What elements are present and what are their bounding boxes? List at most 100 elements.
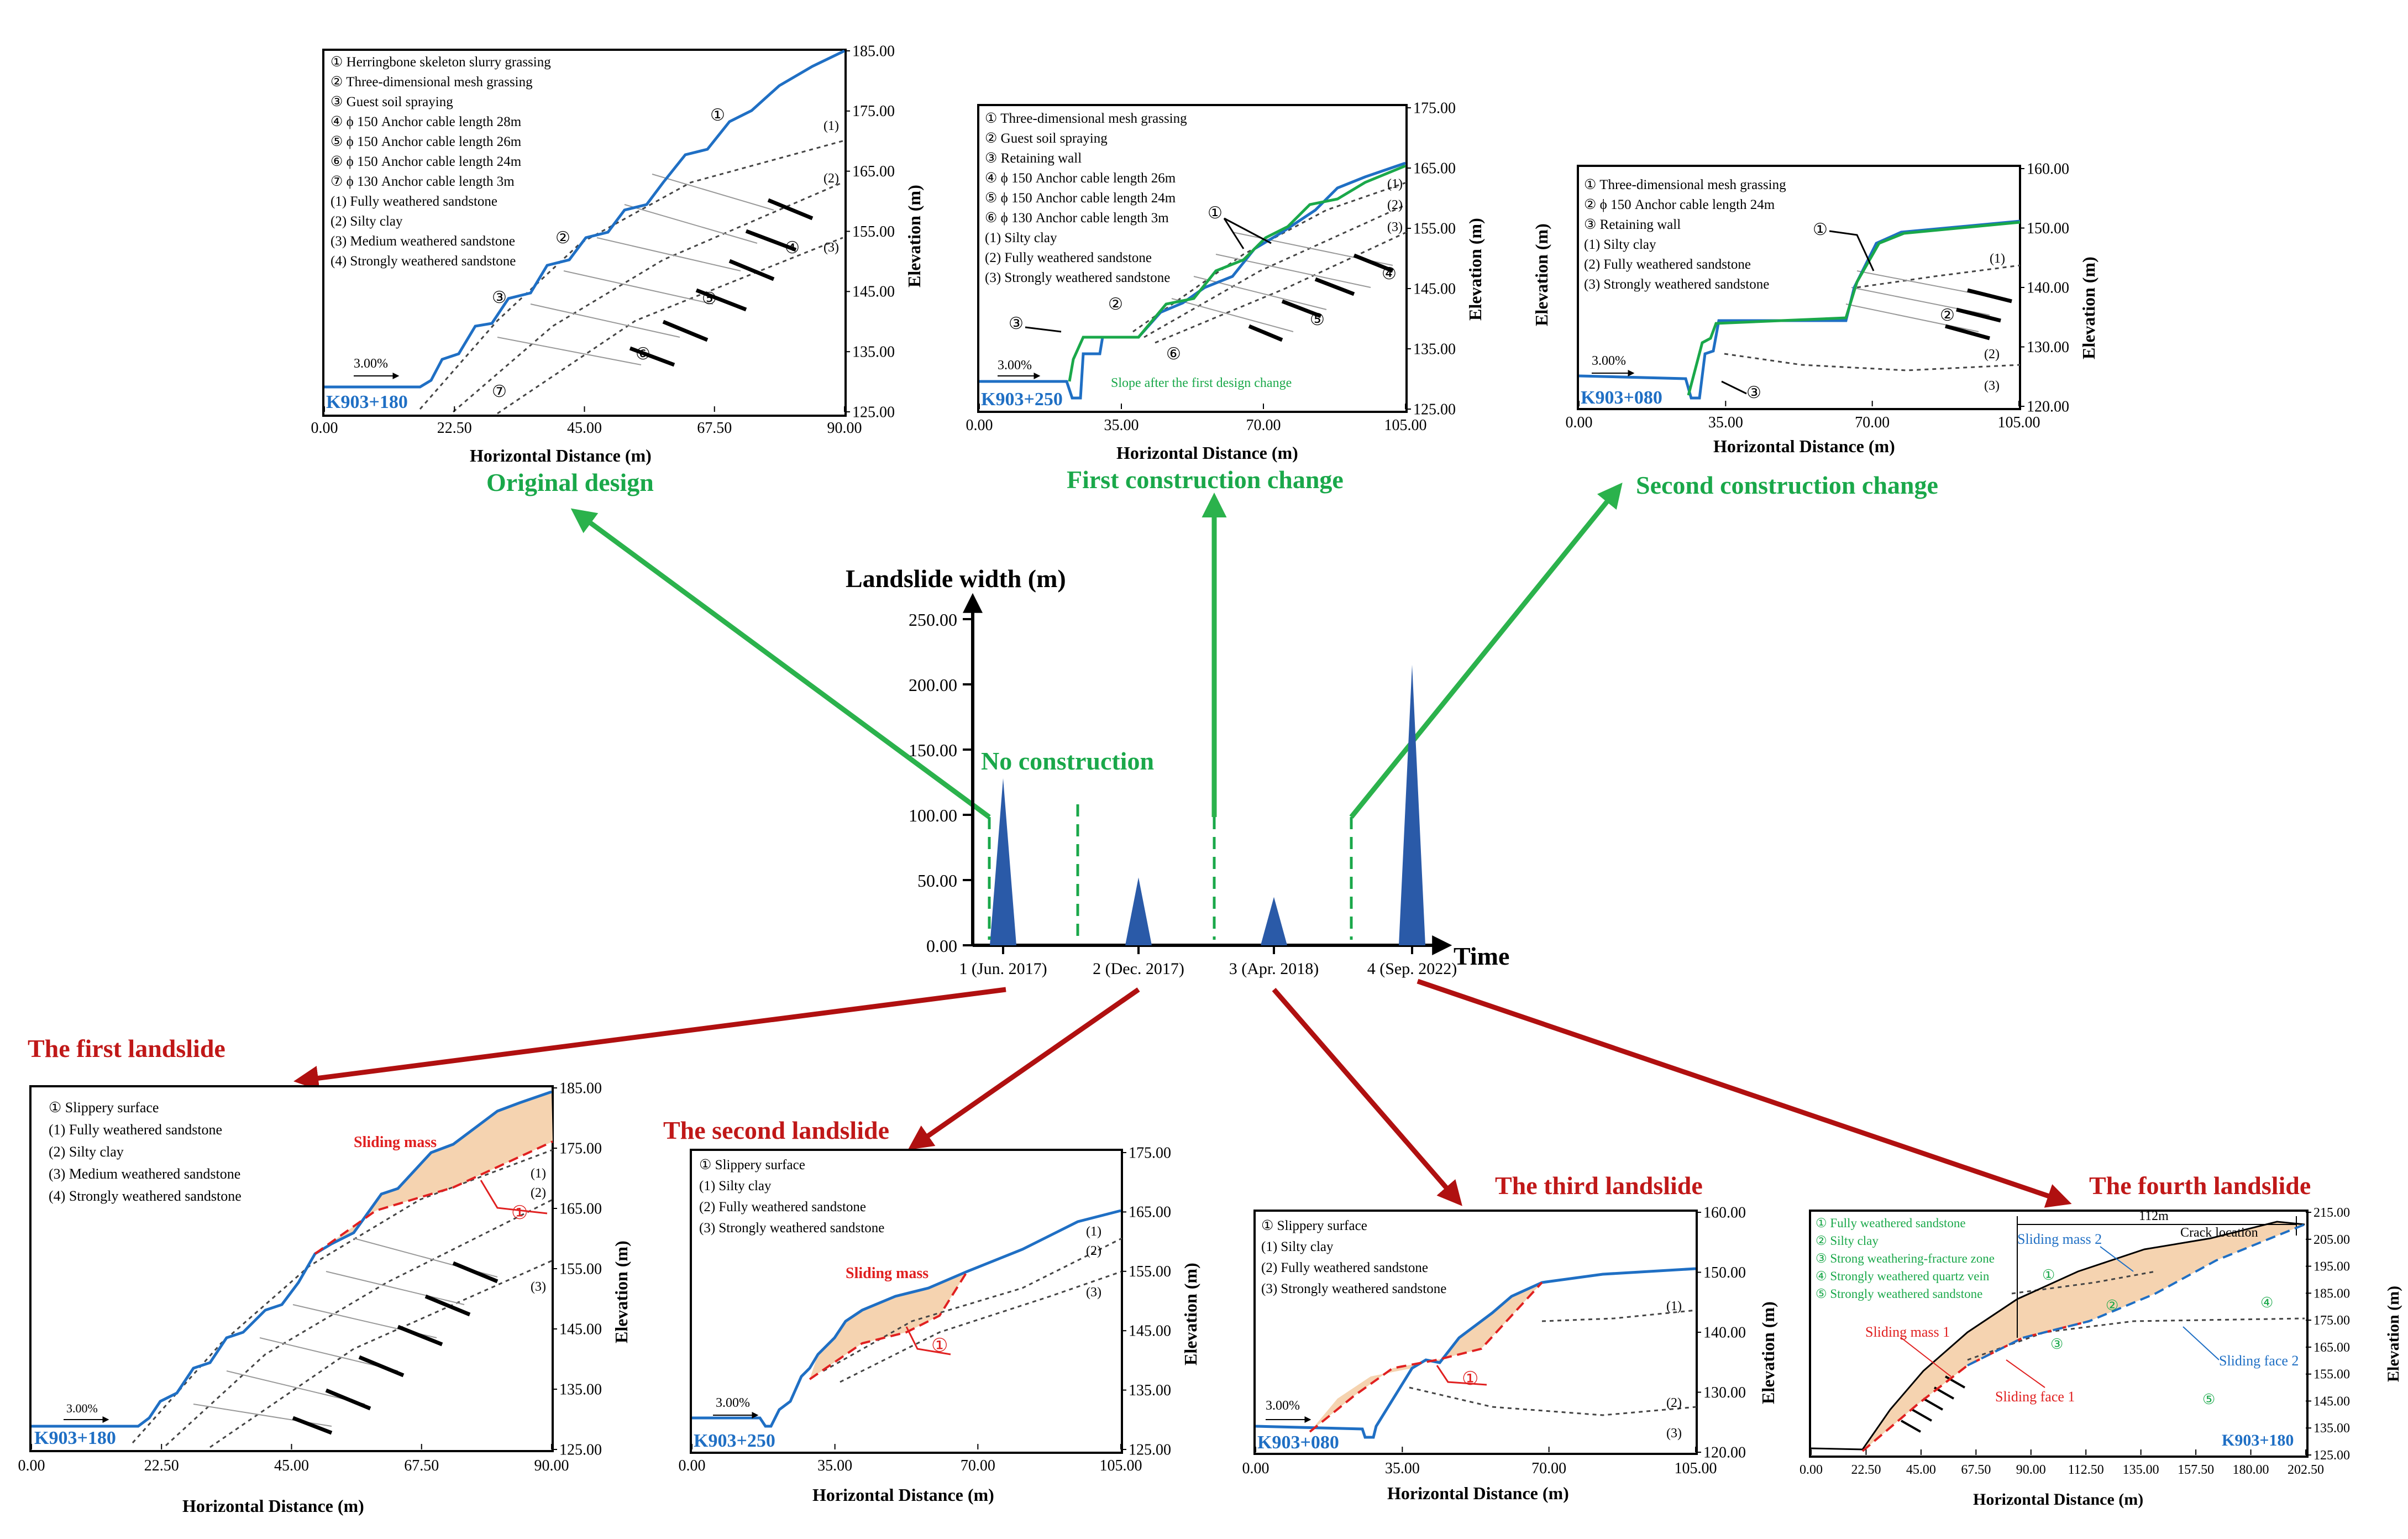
- svg-text:(1): (1): [1086, 1224, 1101, 1239]
- panel-second-change: K903+080 3.00% ① Three-dimensional mesh …: [1531, 160, 2099, 456]
- svg-text:⑤: ⑤: [2202, 1391, 2215, 1407]
- svg-text:(2): (2): [1984, 347, 2000, 362]
- sliding-face-2-label: Sliding face 2: [2219, 1353, 2299, 1369]
- svg-text:(3): (3): [531, 1280, 546, 1294]
- design-change-profile: [1687, 221, 2021, 396]
- callout-leaders: [1901, 1246, 2220, 1388]
- section-headings: Original design First construction chang…: [28, 465, 2311, 1200]
- slippery-surface: [1309, 1281, 1543, 1433]
- svg-text:(3): (3): [1387, 220, 1403, 234]
- y-tick-label: 140.00: [1703, 1324, 1746, 1341]
- svg-text:(1): (1): [531, 1166, 546, 1181]
- x-tick-label: 2 (Dec. 2017): [1093, 960, 1184, 978]
- legend-item: ③ Retaining wall: [1584, 217, 1681, 232]
- strata-lines: [1409, 1309, 1697, 1416]
- legend-item: ④ Strongly weathered quartz vein: [1816, 1269, 1990, 1283]
- x-tick-label: 202.50: [2288, 1463, 2324, 1477]
- station-label: K903+080: [1581, 388, 1662, 408]
- legend-item: (3) Medium weathered sandstone: [330, 234, 515, 249]
- y-tick-label: 150.00: [1703, 1264, 1746, 1281]
- legend-item: ⑤ ϕ 150 Anchor cable length 26m: [330, 134, 522, 149]
- strata-lines: [419, 140, 843, 415]
- x-tick-label: 105.00: [1998, 414, 2040, 431]
- legend-item: ⑥ ϕ 150 Anchor cable length 24m: [330, 154, 522, 169]
- y-axis-title: Elevation (m): [1181, 1263, 1200, 1365]
- svg-text:④: ④: [2260, 1295, 2273, 1311]
- svg-text:3.00%: 3.00%: [998, 358, 1032, 373]
- heading-first-landslide: The first landslide: [28, 1034, 225, 1062]
- station-label: K903+180: [34, 1428, 116, 1448]
- station-label: K903+250: [694, 1431, 775, 1451]
- design-change-note: Slope after the first design change: [1111, 376, 1292, 390]
- y-tick-label: 120.00: [1703, 1444, 1746, 1461]
- svg-text:①: ①: [1462, 1369, 1478, 1389]
- legend-item: (1) Fully weathered sandstone: [49, 1122, 222, 1138]
- grade-indicator: 3.00%: [1592, 354, 1635, 376]
- x-tick-label: 45.00: [1906, 1463, 1936, 1477]
- svg-text:③: ③: [1746, 384, 1761, 402]
- markers: ① ② ③ ④ ⑤ ⑥ ⑦ (1) (2) (3): [492, 106, 839, 401]
- legend: ① Slippery surface(1) Silty clay(2) Full…: [699, 1158, 884, 1236]
- y-ticks: 125.00135.00145.00155.00165.00175.00185.…: [844, 43, 895, 421]
- arrow-to-ls3: [1272, 988, 1462, 1206]
- svg-text:3.00%: 3.00%: [66, 1401, 98, 1415]
- svg-text:3.00%: 3.00%: [1592, 354, 1626, 368]
- x-tick-label: 35.00: [1708, 414, 1743, 431]
- svg-text:(3): (3): [823, 240, 839, 255]
- arrow-to-ls2: [907, 987, 1140, 1150]
- svg-text:①: ①: [1813, 221, 1828, 239]
- legend-item: ③ Retaining wall: [985, 151, 1082, 166]
- panel-third-landslide: ① K903+080 3.00% ① Slippery surface(1) S…: [1242, 1204, 1779, 1503]
- legend-item: (4) Strongly weathered sandstone: [49, 1188, 242, 1204]
- legend-item: ④ ϕ 150 Anchor cable length 26m: [985, 171, 1176, 186]
- x-tick-label: 35.00: [817, 1457, 852, 1474]
- svg-text:①: ①: [2042, 1267, 2055, 1283]
- x-axis-title: Horizontal Distance (m): [812, 1485, 994, 1505]
- svg-text:①: ①: [511, 1203, 528, 1223]
- y-tick-label: 145.00: [2313, 1394, 2350, 1409]
- grade-indicator: 3.00%: [998, 358, 1041, 379]
- layer-labels: (1) (2) (3): [1666, 1299, 1682, 1441]
- x-axis-title: Horizontal Distance (m): [1116, 443, 1298, 463]
- legend-item: (3) Strongly weathered sandstone: [699, 1221, 884, 1236]
- y-tick-label: 155.00: [559, 1260, 602, 1278]
- markers: ① ② ③ ④ ⑤ ⑥ (1) (2) (3): [1009, 177, 1403, 363]
- legend-item: ① Slippery surface: [49, 1100, 159, 1116]
- strata-lines: [823, 1237, 1122, 1383]
- legend-item: ③ Guest soil spraying: [330, 95, 453, 109]
- width-peak: [1125, 877, 1152, 945]
- y-tick-label: 175.00: [1129, 1144, 1171, 1161]
- terrain-profile: [32, 1090, 552, 1428]
- svg-text:②: ②: [1108, 295, 1123, 313]
- legend-item: ① Herringbone skeleton slurry grassing: [330, 55, 551, 70]
- legend-item: (2) Fully weathered sandstone: [985, 250, 1152, 265]
- heading-third-landslide: The third landslide: [1495, 1171, 1703, 1200]
- x-tick-label: 0.00: [18, 1457, 45, 1474]
- y-tick-label: 0.00: [926, 936, 957, 956]
- panel-frame: [977, 104, 1408, 413]
- svg-text:(2): (2): [531, 1186, 546, 1200]
- legend-item: (1) Fully weathered sandstone: [330, 194, 497, 209]
- y-tick-label: 250.00: [909, 610, 957, 630]
- y-tick-label: 135.00: [1129, 1382, 1171, 1399]
- y-tick-label: 135.00: [2313, 1421, 2350, 1436]
- x-tick-label: 1 (Jun. 2017): [959, 960, 1047, 978]
- y-tick-label: 150.00: [2027, 220, 2069, 237]
- markers: ① ② ③ (1) (2) (3): [1746, 221, 2005, 402]
- timeline-x-labels: 1 (Jun. 2017)2 (Dec. 2017)3 (Apr. 2018)4…: [959, 945, 1457, 978]
- legend-item: (3) Strongly weathered sandstone: [985, 270, 1170, 285]
- legend-item: ① Fully weathered sandstone: [1816, 1216, 1966, 1230]
- arrow-to-original: [570, 508, 991, 819]
- legend-item: (1) Silty clay: [985, 231, 1057, 245]
- layer-labels: (1) (2) (3): [1086, 1224, 1101, 1300]
- terrain-profile: [979, 161, 1406, 400]
- connector-arrows: [293, 483, 2072, 1208]
- y-tick-label: 165.00: [1413, 160, 1456, 177]
- strata-lines: [1132, 181, 1407, 344]
